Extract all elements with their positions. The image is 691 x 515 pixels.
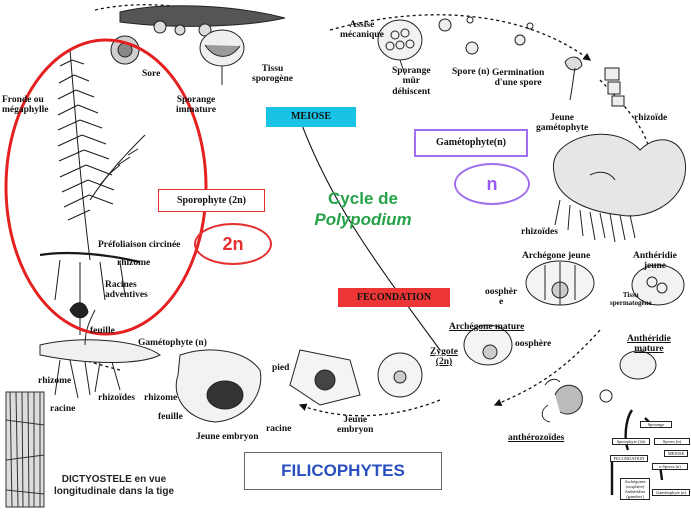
- mini-spores-2: n Spores (n): [652, 463, 688, 470]
- meiose-box: MEIOSE: [266, 107, 356, 127]
- label-feuille-1: feuille: [90, 326, 115, 336]
- mini-archegones: Archégones (oosphère) Anthéridies (gamèt…: [620, 478, 650, 500]
- label-fronde: Fronde ou mégaphylle: [2, 95, 49, 116]
- label-rhizome-2: rhizome: [38, 376, 72, 386]
- label-antherozoides: anthérozoïdes: [508, 433, 565, 443]
- label-antheridie-jeune: Anthéridie jeune: [633, 251, 677, 272]
- label-racines-adventives: Racines adventives: [105, 280, 148, 301]
- label-sporange-immature: Sporange immature: [176, 95, 216, 116]
- label-germination: Germination d'une spore: [492, 68, 545, 89]
- label-jeune-embryon-2: Jeune embryon: [337, 415, 374, 436]
- label-rhizoides-2: rhizoïdes: [98, 393, 135, 403]
- label-archegone-jeune: Archégone jeune: [522, 251, 591, 261]
- label-rhizoides-1: rhizoïdes: [521, 227, 558, 237]
- sporange-mur-drawing: [377, 16, 534, 76]
- diploid-oval: 2n: [194, 223, 272, 265]
- sporophyte-box: Sporophyte (2n): [158, 189, 265, 212]
- label-zygote: Zygote (2n): [430, 347, 458, 368]
- antherozoide-drawing: [541, 378, 583, 423]
- mini-meiose: MEIOSE: [664, 450, 688, 457]
- sporange-immature-drawing: [199, 29, 245, 85]
- fecondation-box: FECONDATION: [338, 288, 450, 307]
- label-jeune-embryon-1: Jeune embryon: [196, 432, 259, 442]
- fern-drawing: [39, 49, 146, 335]
- label-pied: pied: [272, 363, 290, 373]
- sporophyte-oval: [4, 38, 208, 336]
- archegone-drawing: [377, 260, 595, 398]
- label-spore: Spore (n): [452, 67, 490, 77]
- label-tissu-sporogene: Tissu sporogène: [252, 64, 293, 85]
- sorus-drawing: [110, 5, 286, 65]
- mini-sporophyte: Sporophyte (2n): [612, 438, 650, 445]
- label-rhizome-3: rhizome: [144, 393, 178, 403]
- label-prefoliaison: Préfoliaison circinée: [98, 240, 181, 250]
- haploid-oval: n: [454, 163, 530, 205]
- young-sporophyte-drawing: [39, 309, 161, 399]
- label-archegone-mature: Archégone mature: [449, 322, 525, 332]
- page-title: FILICOPHYTES: [244, 452, 442, 490]
- label-rhizome-1: rhizome: [117, 258, 151, 268]
- label-oosphere-2: oosphère: [515, 339, 552, 349]
- embryon-drawing: [175, 349, 361, 423]
- label-antheridie-mature: Anthéridie mature: [627, 334, 671, 355]
- dictyostele-drawing: [5, 391, 45, 508]
- dictyostele-caption: DICTYOSTELE en vue longitudinale dans la…: [54, 474, 175, 497]
- mini-gametophyte: Gamétophyte (n): [652, 489, 690, 496]
- label-racine-2: racine: [266, 424, 292, 434]
- label-sore: Sore: [142, 69, 161, 79]
- label-sporange-mur: Sporange mûr déhiscent: [392, 66, 431, 97]
- antheridie-drawing: [599, 264, 685, 403]
- label-oosphere-1: oosphèr e: [485, 287, 518, 308]
- cycle-title-genus: Polypodium: [314, 210, 412, 229]
- mini-spores: Spores (n): [654, 438, 690, 445]
- label-feuille-2: feuille: [158, 412, 183, 422]
- label-racine-1: racine: [50, 404, 76, 414]
- label-jeune-gametophyte: Jeune gamétophyte: [536, 113, 589, 134]
- cycle-title-line1: Cycle de: [328, 189, 398, 208]
- label-assise-mecanique: Assise mécanique: [340, 20, 384, 41]
- gametophyte-box: Gamétophyte(n): [414, 129, 528, 157]
- cycle-title: Cycle de Polypodium: [298, 188, 428, 230]
- label-tissu-spermatogene: Tissu spermatogène: [610, 291, 652, 307]
- label-rhizoide: rhizoïde: [634, 113, 668, 123]
- gametophyte-drawing: [552, 133, 686, 243]
- label-gametophyte-n: Gamétophyte (n): [138, 338, 207, 348]
- mini-sporange: Sporange: [640, 421, 672, 428]
- mini-fecondation: FECONDATION: [610, 455, 648, 462]
- germination-drawing: [564, 56, 625, 107]
